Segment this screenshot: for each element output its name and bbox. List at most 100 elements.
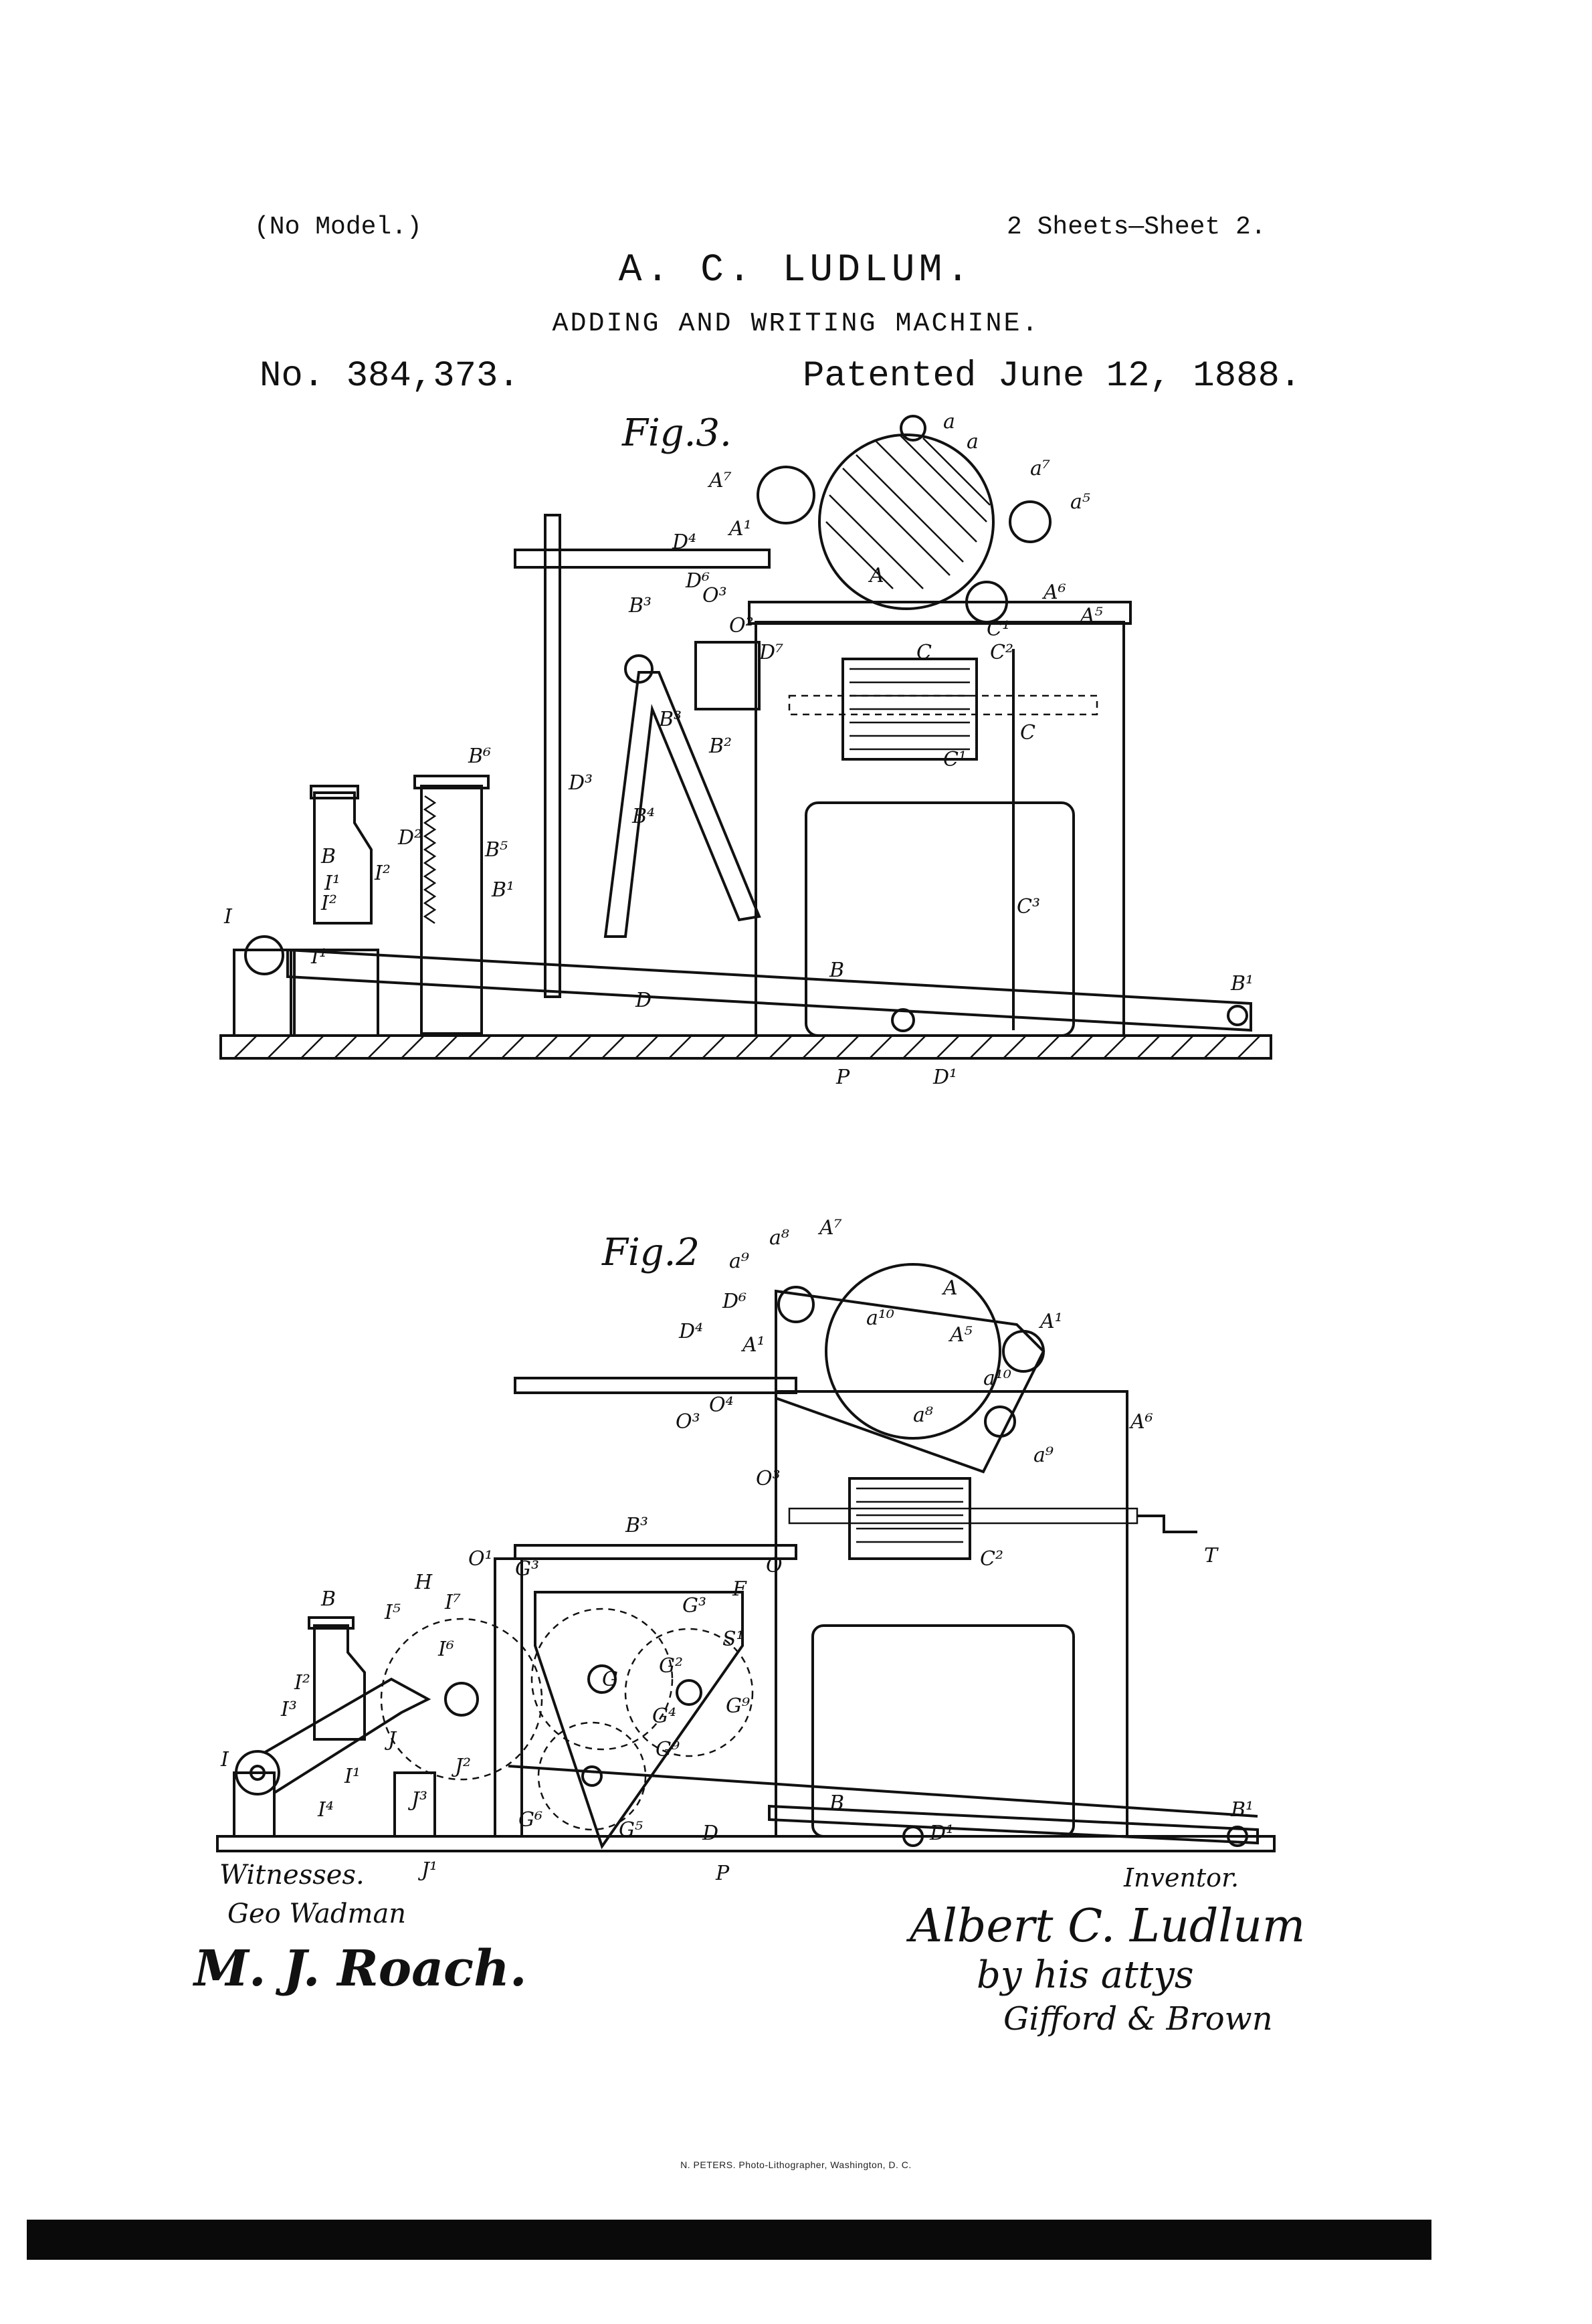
fig2-ref: A⁷ [817,1216,842,1240]
fig3-ref: D³ [568,771,593,795]
fig2-lever-i3 [263,1677,431,1794]
fig2-pivot-b1 [1227,1826,1248,1847]
inventor-signature: Albert C. Ludlum [910,1900,1306,1953]
fig3-rack-cap [413,775,490,789]
fig2-bar-o [514,1544,797,1560]
fig3-axle [788,694,1098,716]
fig3-ref: B³ [628,594,652,617]
witness-2-signature: M. J. Roach. [194,1940,527,1998]
fig3-ref: I¹ [310,945,327,969]
fig2-ref: a⁹ [729,1250,749,1273]
fig2-ref: B [320,1587,336,1611]
witness-1-signature: Geo Wadman [227,1899,407,1929]
witnesses-label: Witnesses. [219,1860,365,1891]
fig3-shaft-support [233,949,296,1037]
fig3-ref: A [868,564,884,587]
fig3-key-post [313,791,373,925]
fig2-ref: G⁹ [656,1738,680,1761]
fig2-roller-a6 [984,1406,1016,1438]
fig2-gear-frame [534,1591,744,1850]
fig3-ref: D⁶ [685,569,710,593]
fig3-ref: B⁶ [468,745,491,768]
fig2-ref: G⁹ [726,1694,750,1718]
fig3-shaft-i [244,935,284,975]
fig2-crank-t [1137,1515,1197,1533]
fig2-lever-d [508,1765,1258,1818]
fig2-pivot-d1 [902,1826,924,1847]
fig3-platen-hatching [825,434,991,589]
fig3-roller-top [900,415,926,442]
fig3-left-bracket [290,949,379,1037]
fig2-ref: O³ [676,1410,700,1434]
fig2-ref: I⁶ [437,1638,454,1661]
fig2-ref: a⁸ [769,1226,789,1250]
fig2-key-post [313,1624,366,1741]
fig3-ref: C³ [1017,895,1040,918]
fig2-ref: O¹ [468,1547,493,1571]
fig2-ref: O⁴ [709,1393,734,1417]
fig3-roller-a [1009,500,1052,543]
fig2-gear-hub [444,1682,479,1717]
fig3-ref: I¹ [324,872,340,895]
inventor-name: A. C. LUDLUM. [618,249,974,292]
fig3-ref: a [967,430,979,454]
fig2-ref: J¹ [417,1858,437,1882]
fig2-lever-b [768,1804,1259,1845]
fig3-ref: I [223,905,233,929]
fig2-gear-g-hub [587,1664,617,1694]
fig3-ref: O³ [702,584,727,607]
fig2-ref: D [702,1822,718,1845]
fig2-ref: a¹⁰ [983,1367,1011,1390]
fig2-ref: I⁴ [317,1798,334,1822]
fig3-key-lever [286,948,1252,1032]
fig3-label: Fig.3. [622,411,732,455]
fig3-roller-a7 [757,466,815,524]
fig2-ref: G² [659,1654,683,1678]
fig2-gear-g [530,1608,674,1751]
scan-edge-bar [27,2220,1431,2260]
fig3-ref: B¹ [1230,972,1254,995]
fig3-ref: A⁷ [707,469,732,492]
sheet-count: 2 Sheets—Sheet 2. [1007,213,1266,241]
fig2-ref: J [384,1728,397,1751]
fig2-ref: I¹ [344,1765,361,1788]
fig3-ref: I² [374,862,391,885]
inventor-label: Inventor. [1124,1863,1239,1893]
fig2-roller-a1 [1002,1330,1045,1373]
fig2-ref: S¹ [722,1628,744,1651]
by-attorneys: by his attys [977,1953,1194,1997]
fig3-platen [818,433,995,610]
fig2-frame-window [811,1624,1075,1838]
fig3-ref: A⁶ [1041,581,1066,604]
fig2-ref: G [602,1668,618,1691]
fig3-frame-window [805,801,1075,1037]
fig2-ref: I [220,1748,229,1771]
fig3-ref: D² [397,826,422,850]
fig3-ref: B¹ [491,878,514,902]
fig3-ref: B [829,959,844,982]
fig3-ref: C¹ [943,748,967,771]
fig2-platen-frame [775,1289,1046,1474]
fig2-key-cap [308,1616,355,1630]
fig2-ref: G³ [515,1557,539,1581]
fig3-ref: C² [990,641,1013,664]
fig2-ref: O³ [756,1467,781,1490]
fig2-gear-g4-hub [581,1765,603,1787]
fig2-ref: P [715,1862,730,1885]
fig2-ref: I⁵ [384,1601,401,1624]
lithographer-credit: N. PETERS. Photo-Lithographer, Washingto… [680,2159,912,2170]
fig3-base-hatching [233,1035,1261,1059]
fig3-lever-b3 [603,671,761,938]
fig3-ref: I² [320,892,337,915]
fig2-gear-large [380,1618,543,1781]
fig2-ref: G³ [682,1594,706,1618]
fig2-gear-g2-hub [676,1679,702,1706]
fig3-ref: D¹ [932,1066,957,1089]
fig3-ribbon-drum [841,658,978,761]
fig2-bracket-j3 [393,1771,436,1838]
fig2-ref: C² [980,1547,1003,1571]
invention-title: ADDING AND WRITING MACHINE. [552,309,1040,339]
